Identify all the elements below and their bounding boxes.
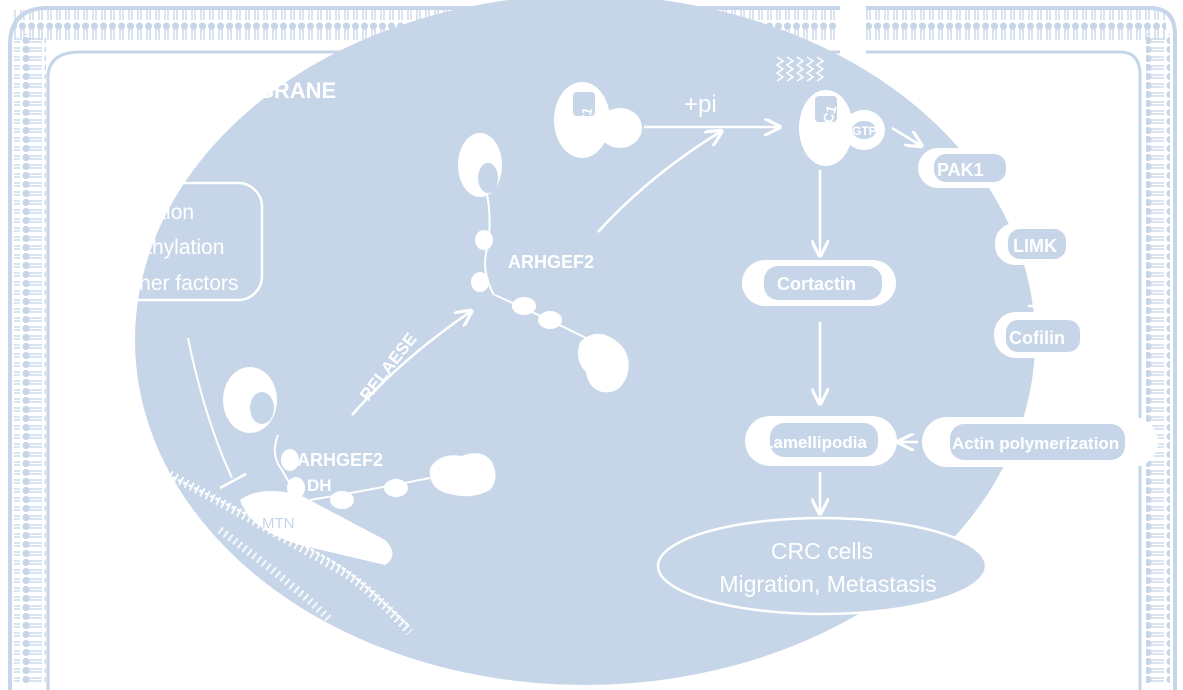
limk-node: LIMK bbox=[995, 223, 1071, 265]
inactive-rhoa bbox=[554, 82, 642, 158]
gtp-label: GTP bbox=[852, 124, 877, 138]
bullet-icon bbox=[94, 204, 108, 218]
released-arhgef2-label: ARHGEF2 bbox=[508, 252, 594, 272]
bullet-icon bbox=[94, 275, 108, 289]
pak1-node: PAK1 bbox=[918, 148, 1010, 188]
cofilin-node: Cofilin bbox=[994, 312, 1086, 358]
inhibition-arrow bbox=[187, 337, 247, 490]
microtubule-anchor bbox=[240, 491, 393, 565]
released-arhgef2-protein bbox=[458, 133, 629, 393]
release-arrow bbox=[351, 312, 470, 416]
cortactin-node: Cortactin bbox=[742, 260, 896, 306]
phosphorylation-label: +pi bbox=[684, 91, 717, 118]
svg-text:Other factors: Other factors bbox=[117, 272, 238, 295]
dh-domain-label: DH bbox=[307, 476, 332, 495]
inactive-c1-label: C1 bbox=[575, 105, 595, 127]
svg-text:Cofilin: Cofilin bbox=[1009, 328, 1065, 348]
activation-arrow bbox=[597, 132, 720, 233]
membrane-label: EMBRANE bbox=[225, 78, 336, 103]
svg-text:LIMK: LIMK bbox=[1013, 236, 1057, 256]
cytoskeleton-filament bbox=[135, 454, 414, 636]
factor-methylation: Methylation bbox=[94, 236, 224, 259]
svg-text:Actin polymerization: Actin polymerization bbox=[952, 434, 1119, 453]
mtn-label: MTN bbox=[262, 515, 295, 532]
factors-box: Deletion Methylation Other factors bbox=[78, 181, 264, 302]
svg-text:CRC cells: CRC cells bbox=[771, 538, 873, 564]
svg-text:Deletion: Deletion bbox=[117, 201, 194, 224]
bound-arhgef2-label: ARHGEF2 bbox=[297, 450, 383, 470]
pak1-to-limk-arrow bbox=[994, 189, 1025, 223]
factor-other: Other factors bbox=[94, 272, 238, 295]
factor-deletion: Deletion bbox=[94, 201, 194, 224]
bullet-icon bbox=[94, 239, 108, 253]
rhoa-to-pak1-arrow bbox=[891, 126, 920, 145]
svg-text:Cortactin: Cortactin bbox=[777, 274, 856, 294]
svg-text:Migration, Metastasis: Migration, Metastasis bbox=[719, 571, 936, 597]
active-rhoa bbox=[775, 56, 885, 166]
svg-text:Methylation: Methylation bbox=[117, 236, 224, 259]
lamellipodia-node: Lamellipodia bbox=[745, 416, 897, 466]
crc-outcome-node: CRC cells Migration, Metastasis bbox=[656, 516, 988, 616]
active-c1-label: C1 bbox=[819, 103, 839, 125]
svg-text:Lamellipodia: Lamellipodia bbox=[763, 433, 867, 452]
actin-polymerization-node: Actin polymerization bbox=[922, 417, 1158, 467]
svg-text:PAK1: PAK1 bbox=[937, 160, 984, 180]
bound-arhgef2-protein bbox=[223, 367, 496, 509]
